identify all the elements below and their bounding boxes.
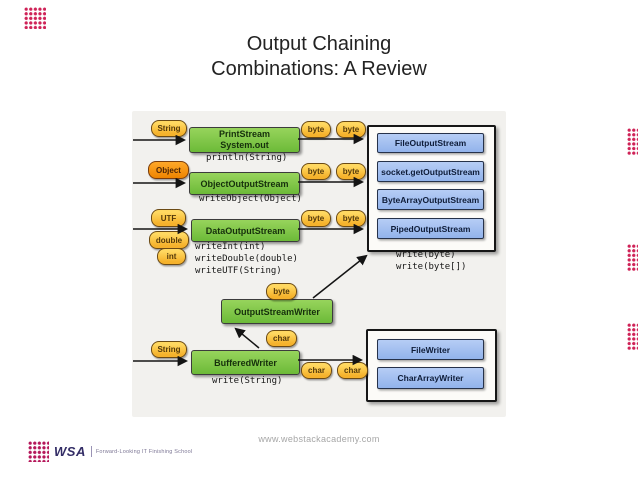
- pill-char: char: [337, 362, 368, 379]
- sink-fileoutputstream: FileOutputStream: [377, 133, 484, 153]
- sink-chararraywriter: CharArrayWriter: [377, 367, 484, 389]
- stream-objectoutputstream: ObjectOutputStream: [189, 172, 300, 195]
- slide-title: Output Chaining Combinations: A Review: [0, 32, 638, 82]
- method-println: println(String): [206, 153, 288, 163]
- logo-dots-icon: [28, 441, 49, 462]
- edge-dots-decoration: [627, 244, 638, 272]
- pill-object-input: Object: [148, 161, 189, 179]
- wsa-logo: WSA Forward-Looking IT Finishing School: [28, 441, 192, 462]
- footer-url: www.webstackacademy.com: [258, 434, 380, 444]
- method-writeobject: writeObject(Object): [199, 194, 302, 204]
- title-line-1: Output Chaining: [246, 33, 392, 55]
- pill-string-input: String: [151, 341, 187, 358]
- method-writebyte: write(byte): [396, 250, 456, 260]
- stream-systemout-label: System.out: [220, 140, 269, 150]
- pill-byte: byte: [336, 210, 366, 227]
- sink-socket-getoutputstream: socket.getOutputStream: [377, 161, 484, 182]
- method-writeint: writeInt(int): [195, 242, 266, 252]
- stream-printstream: PrintStream System.out: [189, 127, 300, 153]
- pill-byte: byte: [336, 121, 366, 138]
- corner-dots-decoration: [24, 7, 46, 29]
- sink-pipedoutputstream: PipedOutputStream: [377, 218, 484, 239]
- logo-tagline: Forward-Looking IT Finishing School: [95, 448, 193, 455]
- logo-divider: [90, 446, 92, 457]
- pill-utf-input: UTF: [151, 209, 186, 227]
- pill-string-input: String: [151, 120, 187, 137]
- stream-dataoutputstream: DataOutputStream: [191, 219, 300, 242]
- title-line-2: Combinations: A Review: [211, 58, 427, 80]
- sink-bytearrayoutputstream: ByteArrayOutputStream: [377, 189, 484, 210]
- pill-byte: byte: [266, 283, 297, 300]
- pill-byte: byte: [301, 163, 331, 180]
- stream-bufferedwriter: BufferedWriter: [191, 350, 300, 375]
- method-writeutf: writeUTF(String): [195, 266, 282, 276]
- method-writebytearray: write(byte[]): [396, 262, 467, 272]
- pill-byte: byte: [301, 210, 331, 227]
- logo-brand-text: WSA: [54, 444, 86, 459]
- pill-char: char: [301, 362, 332, 379]
- sink-filewriter: FileWriter: [377, 339, 484, 360]
- pill-double-input: double: [149, 231, 189, 249]
- method-writedouble: writeDouble(double): [195, 254, 298, 264]
- pill-char: char: [266, 330, 297, 347]
- stream-printstream-label: PrintStream: [218, 129, 271, 139]
- pill-int-input: int: [157, 248, 186, 265]
- edge-dots-decoration: [627, 323, 638, 351]
- pill-byte: byte: [336, 163, 366, 180]
- pill-byte: byte: [301, 121, 331, 138]
- method-writestring: write(String): [212, 376, 283, 386]
- stream-outputstreamwriter: OutputStreamWriter: [221, 299, 333, 324]
- edge-dots-decoration: [627, 128, 638, 156]
